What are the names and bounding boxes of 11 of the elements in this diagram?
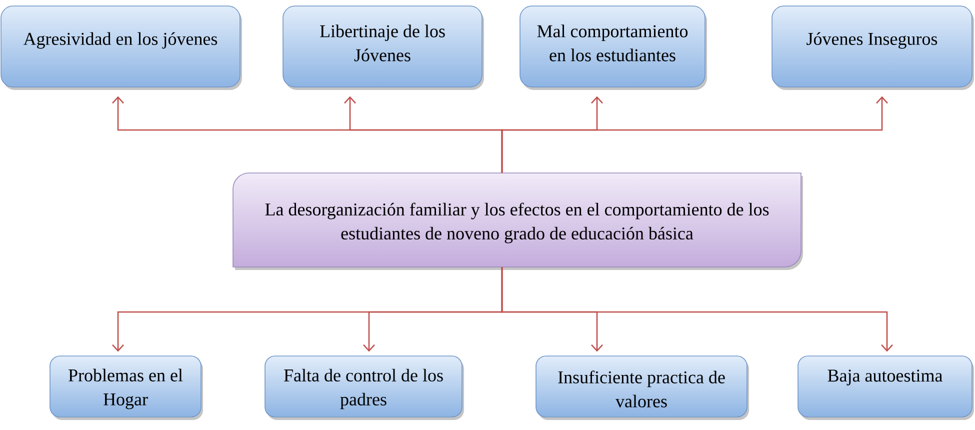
rounded-box: Agresividad en los jóvenes [0, 6, 242, 90]
rounded-box: Jóvenes Inseguros [772, 6, 974, 90]
rounded-box: Baja autoestima [798, 356, 974, 420]
arrow [501, 267, 893, 352]
central-box: La desorganización familiar y los efectos en el comportamiento de los estudiantes de noveno grado de educación básica [232, 172, 803, 270]
rounded-box: Insuficiente practica de valores [536, 356, 749, 420]
rounded-box: Problemas en el Hogar [50, 356, 203, 420]
rounded-box: Falta de control de los padres [264, 356, 464, 420]
rounded-box: Mal comportamiento en los estudiantes [520, 6, 707, 90]
arrow [501, 96, 888, 173]
rounded-box: Libertinaje de los Jóvenes [282, 6, 484, 90]
